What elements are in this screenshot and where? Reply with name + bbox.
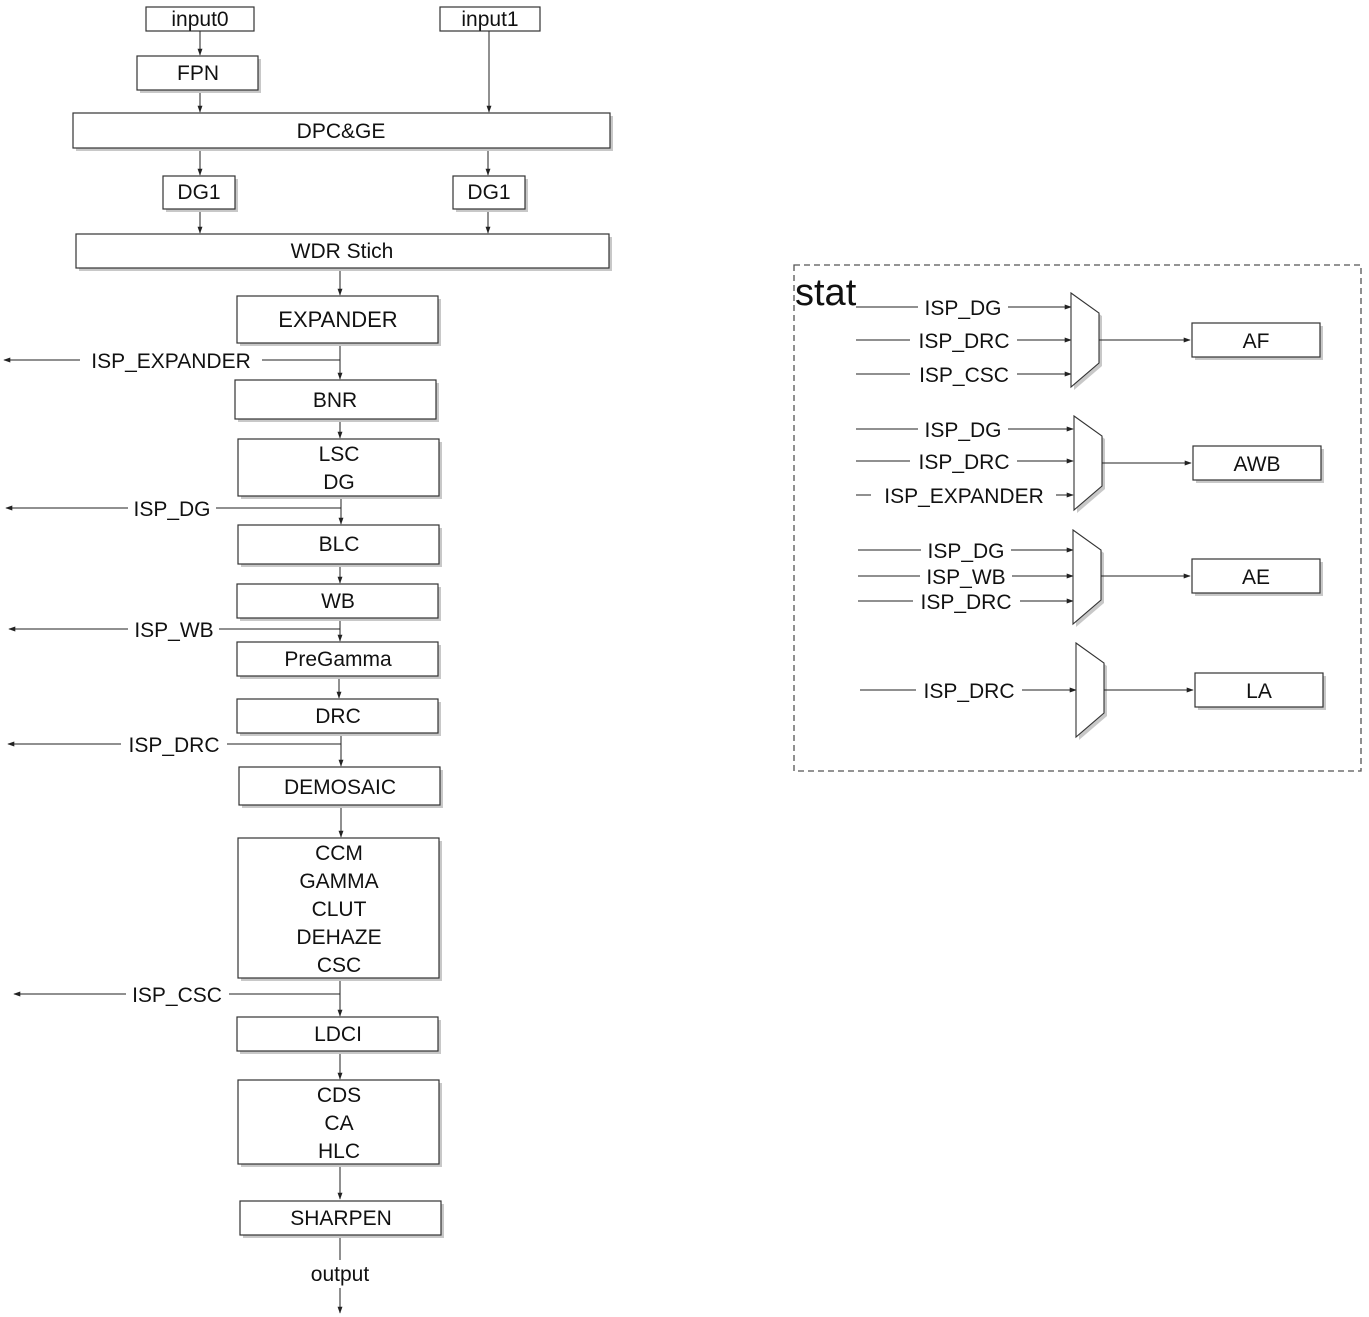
dg1-left-block: DG1 xyxy=(162,175,238,212)
gamma-label: GAMMA xyxy=(299,870,378,893)
awb-group: ISP_DG ISP_DRC ISP_EXPANDER AWB xyxy=(856,414,1324,513)
wdr-stich-block: WDR Stich xyxy=(75,233,612,271)
dg-label: DG xyxy=(323,471,355,494)
cds-label: CDS xyxy=(317,1084,361,1107)
drc-label: DRC xyxy=(315,705,361,728)
wb-label: WB xyxy=(321,590,355,613)
dg1-left-label: DG1 xyxy=(177,181,220,204)
ae-group: ISP_DG ISP_WB ISP_DRC AE xyxy=(858,528,1323,627)
tap-isp-drc: ISP_DRC xyxy=(128,734,219,757)
dpc-ge-label: DPC&GE xyxy=(297,120,386,143)
bnr-block: BNR xyxy=(234,379,439,422)
expander-label: EXPANDER xyxy=(278,307,397,332)
sharpen-label: SHARPEN xyxy=(290,1207,392,1230)
dg1-right-block: DG1 xyxy=(452,175,528,212)
af-input-2: ISP_DRC xyxy=(918,330,1009,353)
sharpen-block: SHARPEN xyxy=(239,1200,444,1238)
awb-mux xyxy=(1073,414,1103,512)
tap-isp-csc: ISP_CSC xyxy=(132,984,222,1007)
pregamma-block: PreGamma xyxy=(236,641,441,679)
dg1-right-label: DG1 xyxy=(467,181,510,204)
ldci-label: LDCI xyxy=(314,1023,362,1046)
ae-input-1: ISP_DG xyxy=(927,540,1004,563)
ae-input-3: ISP_DRC xyxy=(920,591,1011,614)
tap-isp-wb: ISP_WB xyxy=(134,619,213,642)
stat-title: stat xyxy=(795,272,857,314)
ccm-label: CCM xyxy=(315,842,363,865)
input0-node: input0 xyxy=(145,6,255,32)
pregamma-label: PreGamma xyxy=(284,648,392,671)
wdr-stich-label: WDR Stich xyxy=(291,240,394,263)
stat-panel: stat ISP_DG ISP_DRC ISP_CSC AF ISP_DG xyxy=(793,264,1362,772)
af-output: AF xyxy=(1243,330,1270,353)
input1-node: input1 xyxy=(439,6,541,32)
lsc-label: LSC xyxy=(319,443,360,466)
clut-label: CLUT xyxy=(312,898,367,921)
fpn-label: FPN xyxy=(177,62,219,85)
awb-output: AWB xyxy=(1233,453,1280,476)
csc-label: CSC xyxy=(317,954,361,977)
la-group: ISP_DRC LA xyxy=(860,641,1326,740)
demosaic-block: DEMOSAIC xyxy=(238,766,443,808)
hlc-label: HLC xyxy=(318,1140,360,1163)
drc-block: DRC xyxy=(236,698,441,736)
output-label: output xyxy=(311,1263,370,1286)
la-mux xyxy=(1075,641,1105,739)
ccm-group-block: CCM GAMMA CLUT DEHAZE CSC xyxy=(237,837,442,981)
pipeline-wires xyxy=(3,31,492,1314)
lsc-dg-block: LSC DG xyxy=(237,438,442,499)
af-input-3: ISP_CSC xyxy=(919,364,1009,387)
cds-group-block: CDS CA HLC xyxy=(237,1079,442,1167)
fpn-block: FPN xyxy=(136,55,261,93)
blc-label: BLC xyxy=(319,533,360,556)
bnr-label: BNR xyxy=(313,389,357,412)
dpc-ge-block: DPC&GE xyxy=(72,112,613,151)
input0-label: input0 xyxy=(171,8,228,31)
tap-isp-expander: ISP_EXPANDER xyxy=(91,350,251,373)
ae-mux xyxy=(1072,528,1102,626)
dehaze-label: DEHAZE xyxy=(296,926,381,949)
demosaic-label: DEMOSAIC xyxy=(284,776,396,799)
af-mux xyxy=(1070,291,1100,389)
awb-input-2: ISP_DRC xyxy=(918,451,1009,474)
blc-block: BLC xyxy=(237,524,442,567)
af-group: ISP_DG ISP_DRC ISP_CSC AF xyxy=(856,291,1323,390)
la-input-1: ISP_DRC xyxy=(923,680,1014,703)
tap-isp-dg: ISP_DG xyxy=(133,498,210,521)
af-input-1: ISP_DG xyxy=(924,297,1001,320)
ae-output: AE xyxy=(1242,566,1270,589)
ae-input-2: ISP_WB xyxy=(926,566,1005,589)
la-output: LA xyxy=(1246,680,1272,703)
input1-label: input1 xyxy=(461,8,518,31)
awb-input-1: ISP_DG xyxy=(924,419,1001,442)
ldci-block: LDCI xyxy=(236,1016,441,1054)
wb-block: WB xyxy=(236,583,441,621)
ca-label: CA xyxy=(324,1112,353,1135)
awb-input-3: ISP_EXPANDER xyxy=(884,485,1044,508)
expander-block: EXPANDER xyxy=(236,295,441,346)
